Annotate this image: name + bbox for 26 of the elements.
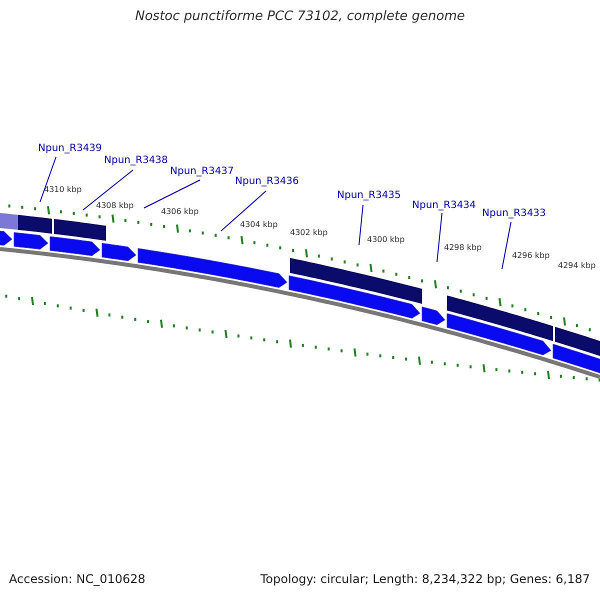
scale-label: 4300 kbp (367, 236, 405, 245)
scale-label: 4294 kbp (558, 262, 596, 271)
leader-line (82, 170, 134, 210)
gene-label: Npun_R3436 (235, 176, 299, 187)
title: Nostoc punctiforme PCC 73102, complete genome (134, 10, 466, 24)
gene-label: Npun_R3435 (337, 190, 401, 201)
scale-label: 4298 kbp (444, 244, 482, 253)
scale-label: 4306 kbp (161, 208, 199, 217)
accession-text: Accession: NC_010628 (9, 573, 146, 586)
scale-label: 4302 kbp (290, 229, 328, 238)
scale-label: 4310 kbp (44, 186, 82, 195)
leader-line (220, 190, 266, 232)
gene-label: Npun_R3433 (482, 208, 546, 219)
leader-line (358, 204, 364, 246)
gene-label: Npun_R3439 (38, 143, 102, 154)
leader-line (502, 222, 512, 270)
leader-line (40, 156, 56, 202)
scale-label: 4308 kbp (96, 202, 134, 211)
leader-line (436, 212, 442, 262)
gene-label: Npun_R3438 (104, 155, 168, 166)
leader-line (144, 180, 200, 208)
genome-summary-text: Topology: circular; Length: 8,234,322 bp; Genes: 6,187 (260, 573, 590, 586)
gene-label: Npun_R3437 (170, 166, 234, 177)
scale-label: 4304 kbp (240, 221, 278, 230)
gene-label: Npun_R3434 (412, 200, 476, 211)
scale-label: 4296 kbp (512, 252, 550, 261)
